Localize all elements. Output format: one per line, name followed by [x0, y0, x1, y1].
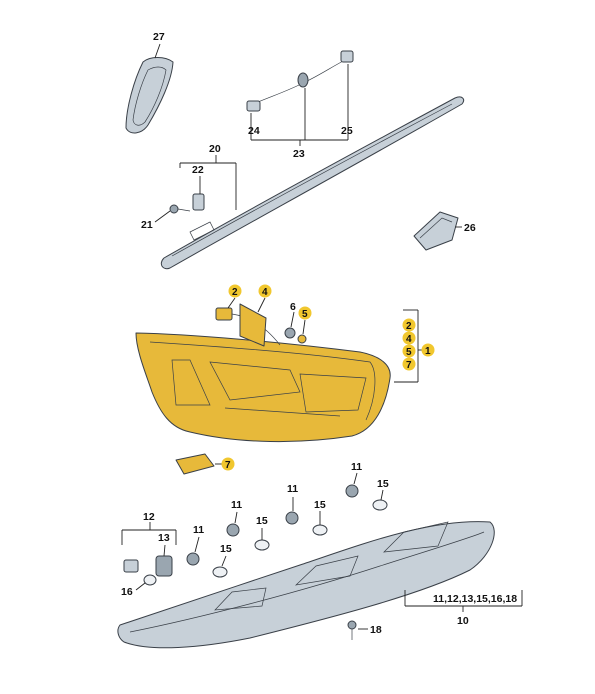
highlight-markers: [221, 284, 435, 471]
label-6: 6: [290, 301, 296, 313]
label-5-washer: 5: [302, 309, 308, 320]
part-21-screw: [169, 204, 191, 214]
leader-lines: [121, 43, 523, 630]
part-7-pad: [175, 453, 215, 475]
label-11-b: 11: [231, 499, 242, 511]
label-4-group: 4: [406, 334, 412, 345]
label-15-b: 15: [256, 515, 268, 527]
part-27-reflector: [125, 57, 174, 134]
label-23: 23: [293, 148, 305, 160]
part-15-bulb: [212, 499, 388, 578]
label-24: 24: [248, 125, 260, 137]
label-11-a: 11: [193, 524, 204, 536]
label-2-connector: 2: [232, 287, 238, 298]
label-12: 12: [143, 511, 155, 523]
part-23-cable-assembly: [246, 50, 354, 112]
label-10: 10: [457, 615, 469, 627]
label-7-group: 7: [406, 360, 412, 371]
label-20: 20: [209, 143, 221, 155]
label-4-gasket: 4: [262, 287, 268, 298]
part-labels: 27 24 25 23 20 22 21 26 2 4 6 5 2 4 5 1 …: [121, 31, 517, 636]
label-2-group: 2: [406, 321, 412, 332]
label-11-d: 11: [351, 461, 362, 473]
part-5-washer: [297, 334, 307, 344]
label-7-pad: 7: [225, 460, 231, 471]
label-25: 25: [341, 125, 353, 137]
label-11-c: 11: [287, 483, 298, 495]
label-13: 13: [158, 532, 170, 544]
part-1-tail-light-housing: [135, 332, 391, 443]
part-18-screw: [347, 620, 357, 640]
label-15-d: 15: [377, 478, 389, 490]
part-11-bulb-holder: [186, 484, 359, 566]
label-26: 26: [464, 222, 476, 234]
label-18: 18: [370, 624, 382, 636]
part-22-clip: [192, 193, 205, 211]
label-27: 27: [153, 31, 165, 43]
part-4-gasket: [239, 303, 267, 347]
label-21: 21: [141, 219, 153, 231]
label-1: 1: [425, 346, 431, 357]
label-22: 22: [192, 164, 204, 176]
label-16: 16: [121, 586, 133, 598]
part-12-socket-assembly: [123, 555, 173, 586]
label-15-c: 15: [314, 499, 326, 511]
label-15-a: 15: [220, 543, 232, 555]
label-5-group: 5: [406, 347, 412, 358]
label-10-parts-list: 11,12,13,15,16,18: [433, 593, 517, 605]
part-20-trim-strip: [160, 96, 465, 270]
part-26-licence-lamp: [413, 211, 459, 251]
part-6-nut: [284, 327, 296, 339]
part-10-lower-lamp: [117, 521, 495, 649]
